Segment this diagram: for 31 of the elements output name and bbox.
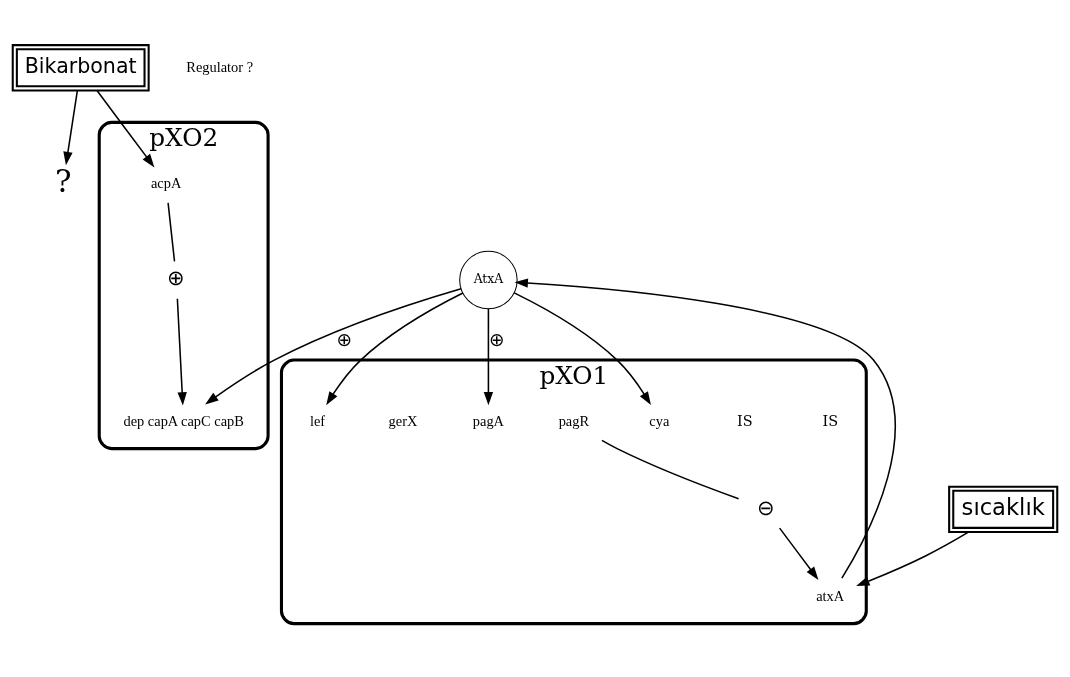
node-text: pagA xyxy=(472,412,505,429)
node-text: cya xyxy=(649,412,670,429)
node-text: ⊖ xyxy=(757,496,776,519)
arrow xyxy=(326,292,464,406)
arrow xyxy=(205,287,462,405)
edge-label: ⊕ xyxy=(488,329,505,351)
node-text: IS xyxy=(737,412,753,429)
arrow xyxy=(856,531,970,587)
node-text: ⊕ xyxy=(167,267,186,290)
arrow xyxy=(96,89,155,168)
node-text: dep capA capC capB xyxy=(123,412,244,429)
arrow xyxy=(63,89,79,166)
arrow xyxy=(513,292,651,406)
node-text: pagR xyxy=(558,412,590,429)
node-text: acpA xyxy=(150,174,182,191)
node-text: atxA xyxy=(816,587,845,604)
node-box: sıcaklık xyxy=(948,485,1059,534)
connector xyxy=(601,439,740,500)
arrow xyxy=(514,278,896,579)
node-box: Bikarbonat xyxy=(11,44,150,92)
arrow xyxy=(778,527,819,581)
edge-label: ⊕ xyxy=(336,329,353,351)
node-text: lef xyxy=(309,412,326,429)
node-text: ? xyxy=(54,162,72,199)
connector xyxy=(167,202,176,263)
node-circle: AtxA xyxy=(459,250,518,310)
node-text: gerX xyxy=(388,412,418,429)
node-text: IS xyxy=(822,412,839,429)
label: Regulator ? xyxy=(186,58,254,75)
arrow xyxy=(483,307,494,406)
arrow xyxy=(176,298,187,406)
